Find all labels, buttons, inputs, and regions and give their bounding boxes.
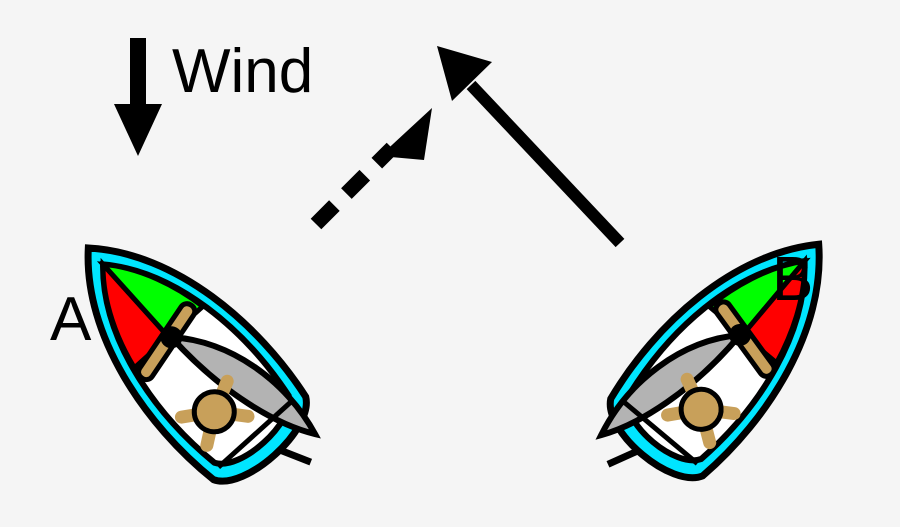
- boat-a-crew-body: [191, 389, 237, 435]
- boat-b-crew-body: [678, 386, 724, 432]
- boat-a-transom: [216, 398, 295, 470]
- boat-a-course-arrow-shaft: [310, 142, 398, 230]
- boat-a-course-arrow: [310, 108, 432, 230]
- boat-b-port-bow-red: [739, 254, 808, 367]
- boat-b-mast-base: [729, 323, 752, 346]
- boat-b-crew: [661, 372, 741, 450]
- boat-a-crew: [174, 374, 255, 452]
- wind-label: Wind: [172, 37, 313, 106]
- wind-arrow-head: [114, 104, 162, 156]
- wind-arrow-shaft: [130, 38, 146, 118]
- boat-b-course-arrow: [437, 46, 625, 248]
- boat-a-course-arrow-head: [380, 108, 432, 160]
- boat-a-mast-base: [160, 326, 183, 349]
- boat-a: [84, 244, 321, 485]
- wind-arrow: [114, 38, 162, 156]
- boat-b-label: B: [772, 245, 813, 314]
- boat-b-course-arrow-head: [437, 46, 492, 101]
- boat-b: [595, 240, 823, 482]
- boat-b-transom: [622, 399, 699, 466]
- boat-b-course-arrow-shaft: [466, 80, 625, 248]
- boat-a-port-bow-red: [100, 257, 173, 372]
- boat-a-label: A: [50, 285, 92, 354]
